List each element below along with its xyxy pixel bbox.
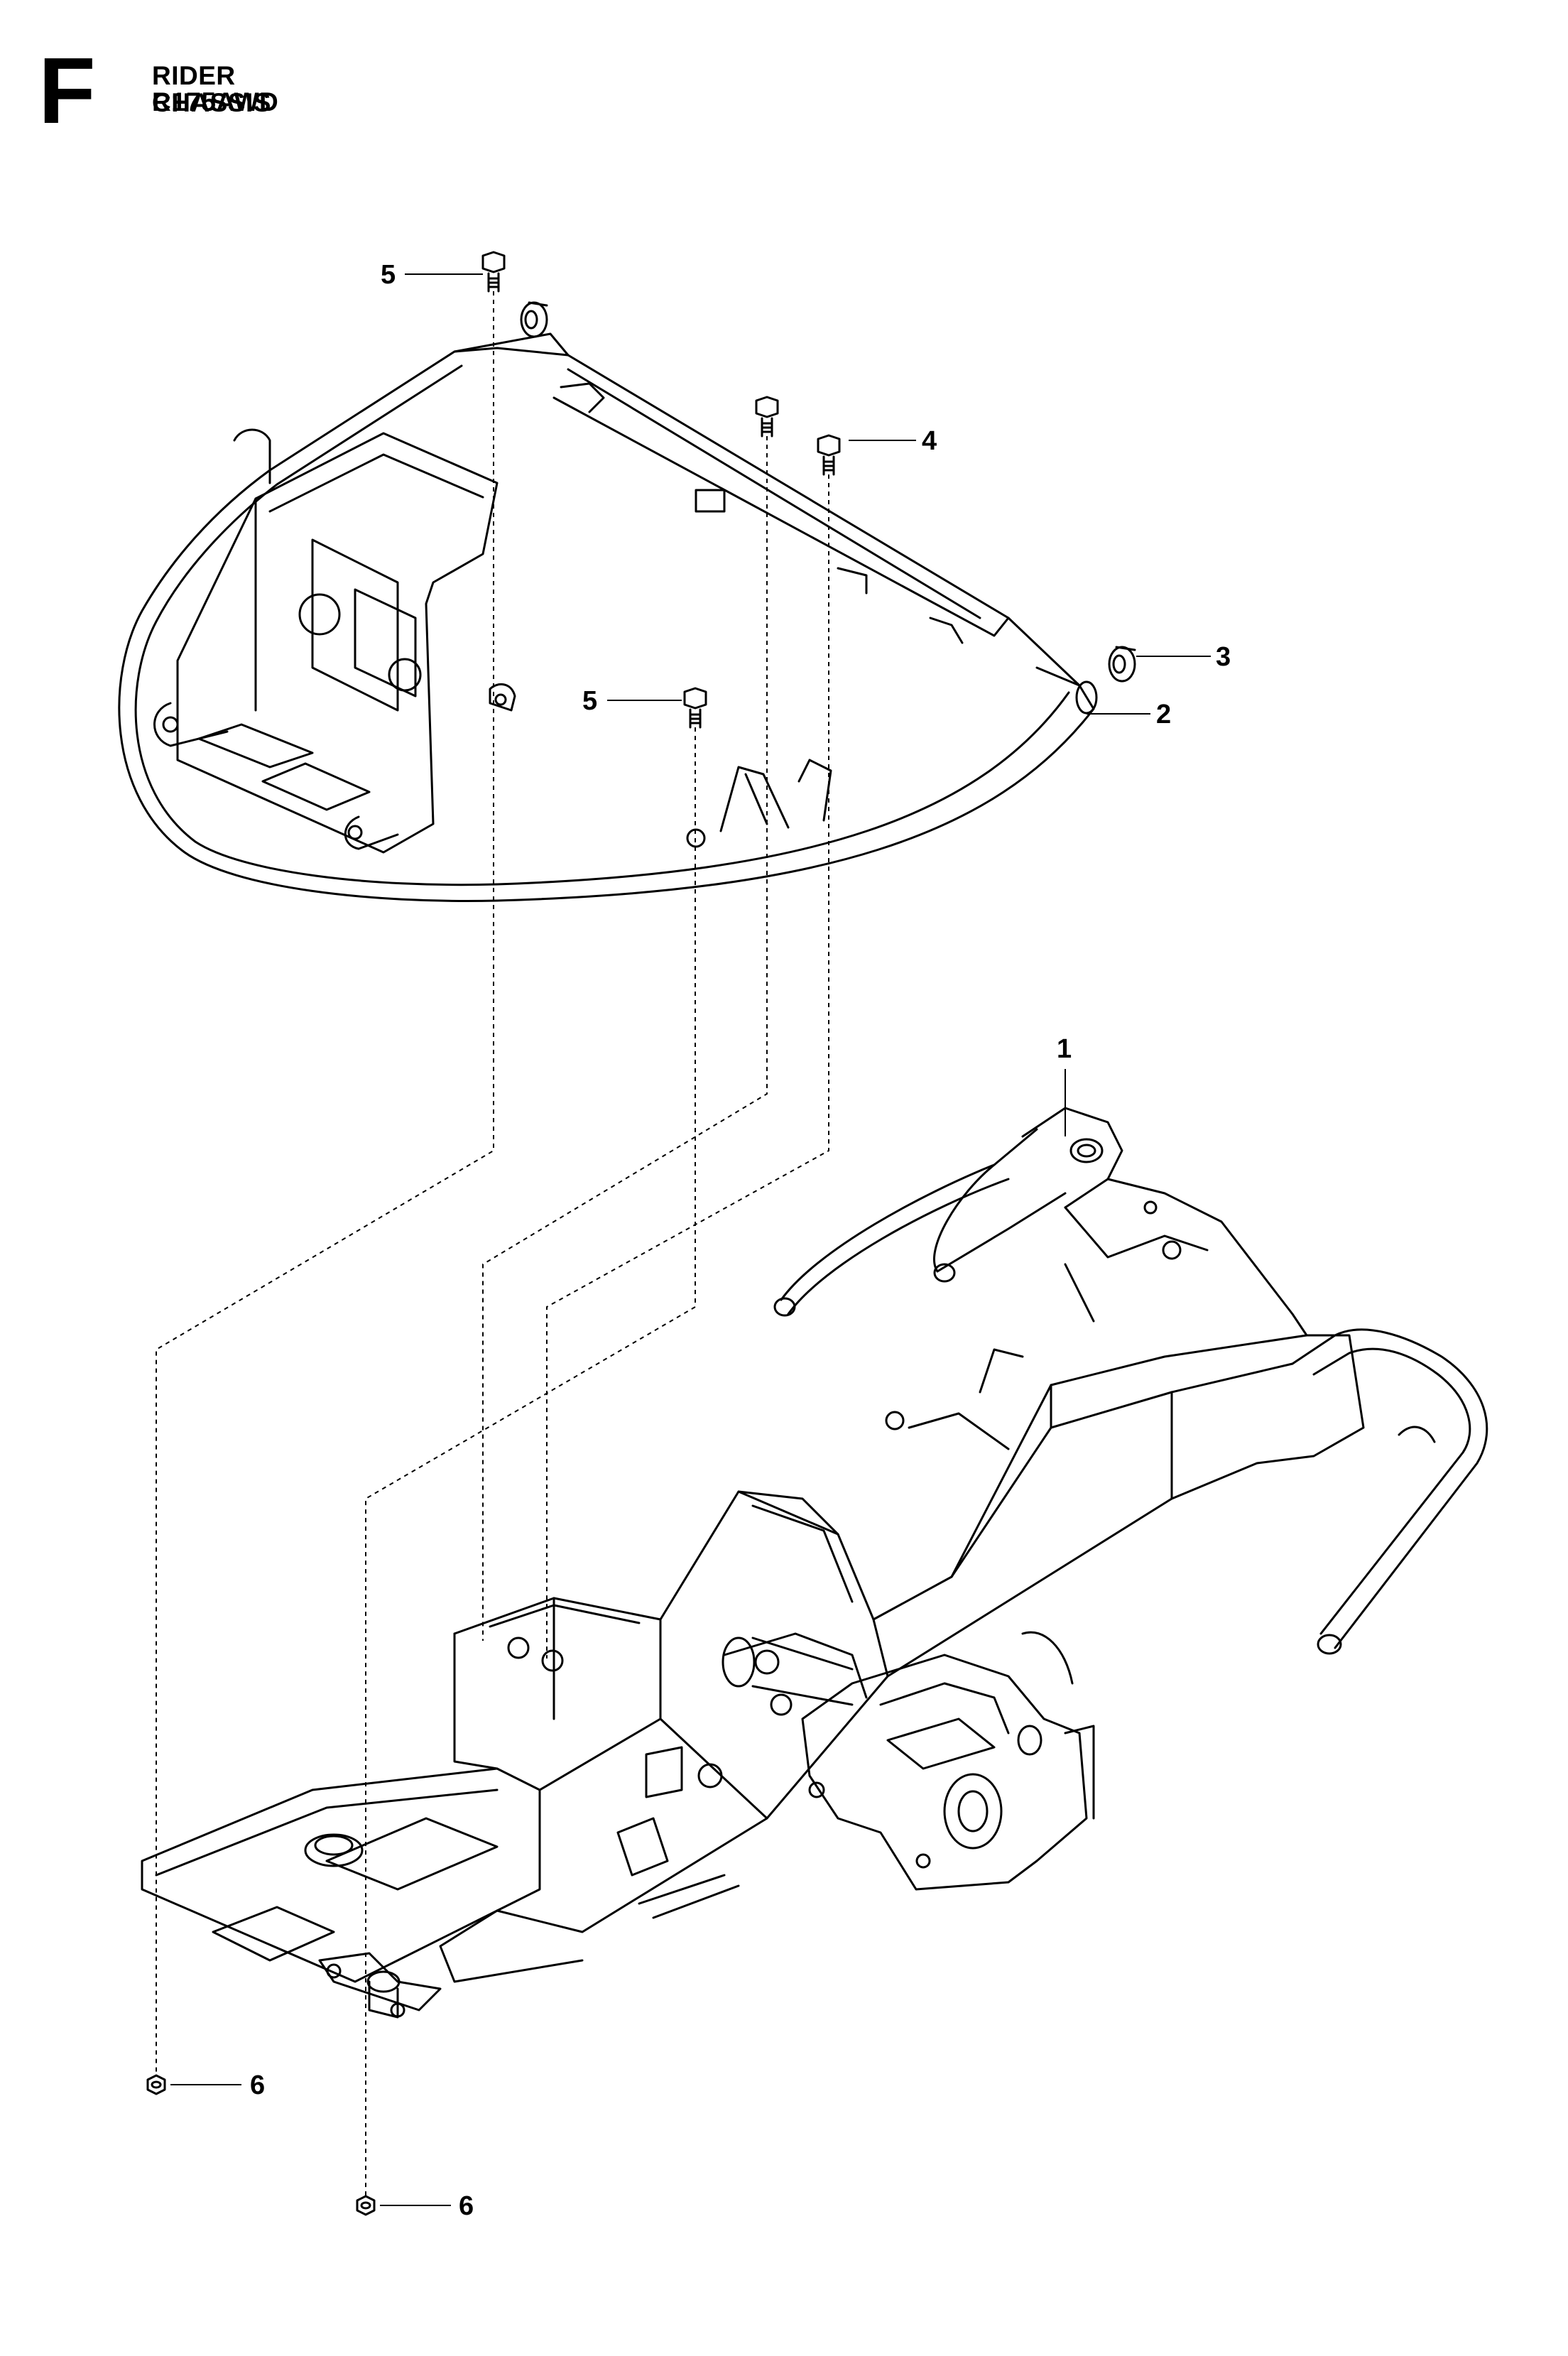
bolt-part-5-middle (683, 687, 707, 729)
main-chassis-part-1 (141, 1107, 1488, 2019)
callout-3: 3 (1216, 642, 1231, 672)
bolt-part-4-second (755, 396, 779, 438)
callout-2: 2 (1156, 700, 1172, 729)
nut-part-6-bottom (356, 2195, 376, 2216)
callout-4: 4 (922, 426, 937, 456)
callout-6-bottom: 6 (459, 2191, 474, 2221)
bolt-part-4 (817, 434, 841, 476)
model-title: RIDER R175AWD (152, 61, 279, 116)
nut-part-6-left (146, 2074, 166, 2095)
assembly-guide-lines (156, 291, 829, 2196)
section-title: CHASSIS (152, 88, 271, 117)
upper-frame-part-2 (118, 332, 1098, 902)
clip-part-3-upper (520, 301, 548, 338)
bolt-part-5-upper (481, 251, 506, 293)
section-letter: F (38, 38, 96, 143)
callout-5-middle: 5 (582, 686, 598, 716)
callout-6-left: 6 (250, 2070, 266, 2100)
clip-part-3 (1108, 646, 1136, 683)
callout-1: 1 (1057, 1034, 1072, 1064)
callout-leader-lines (170, 273, 1211, 2206)
callout-5-upper: 5 (381, 260, 396, 290)
